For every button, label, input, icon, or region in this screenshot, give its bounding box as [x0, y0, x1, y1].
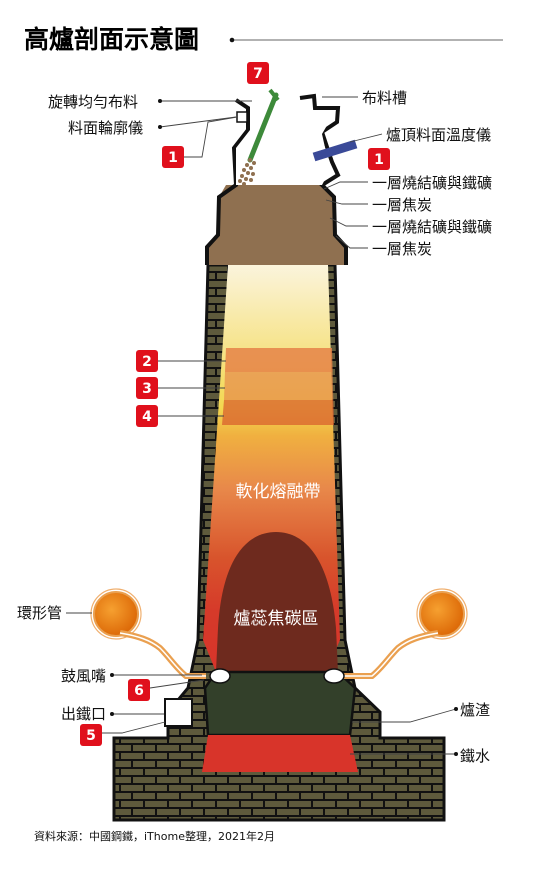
- badge-6: 6: [128, 679, 150, 701]
- leader-layer-1: [323, 181, 368, 190]
- profile-meter-box: [236, 111, 248, 123]
- badge-1-right: 1: [368, 148, 390, 170]
- tuyere-raceway-left: [209, 668, 231, 684]
- burden-top-section: [207, 185, 346, 265]
- leader-badge-6: [149, 679, 205, 689]
- leader-dot-iron: [454, 752, 458, 756]
- svg-text:6: 6: [134, 683, 144, 699]
- leader-layer-3: [329, 217, 368, 227]
- leader-dot-tuyere: [110, 673, 114, 677]
- cohesive-zone-label: 軟化熔融帶: [236, 482, 321, 502]
- leader-profile-meter: [159, 116, 237, 128]
- label-bustle-pipe: 環形管: [17, 604, 62, 622]
- badge-7: 7: [247, 62, 269, 84]
- deadman-zone-label: 爐蕊焦碳區: [234, 609, 319, 629]
- label-rotary-chute: 旋轉均勻布料: [48, 93, 138, 111]
- svg-text:4: 4: [142, 409, 152, 425]
- tuyere-raceway-right: [323, 668, 345, 684]
- svg-text:7: 7: [253, 66, 263, 82]
- source-credit: 資料來源：中國鋼鐵，iThome整理，2021年2月: [34, 829, 275, 843]
- leader-layer-2: [325, 199, 368, 205]
- zone-band-3: [224, 372, 334, 400]
- bustle-pipe-right: [344, 588, 468, 679]
- label-layer-4: 一層焦炭: [372, 240, 432, 258]
- rotary-chute-arm: [247, 92, 279, 163]
- furnace-top-outline-right: [299, 93, 348, 265]
- badge-1-left: 1: [162, 146, 184, 168]
- label-taphole: 出鐵口: [61, 705, 106, 723]
- leader-dot-slag: [454, 707, 458, 711]
- furnace-top-dome: [236, 100, 336, 185]
- title-rule-dot: [229, 37, 235, 43]
- rotary-chute-joint: [268, 88, 280, 102]
- label-top-temp: 爐頂料面溫度儀: [386, 126, 491, 144]
- leader-slag: [352, 708, 457, 723]
- svg-text:1: 1: [374, 152, 384, 168]
- taphole-box: [164, 698, 193, 727]
- svg-text:5: 5: [86, 728, 96, 744]
- bustle-pipe-left: [90, 588, 206, 679]
- leader-dot-taphole: [110, 712, 114, 716]
- top-temp-sensor: [312, 139, 358, 162]
- svg-text:3: 3: [142, 381, 152, 397]
- badge-2: 2: [136, 350, 158, 372]
- label-iron: 鐵水: [460, 747, 490, 765]
- leader-dot-profile-meter: [158, 125, 162, 129]
- label-slag: 爐渣: [460, 701, 490, 719]
- label-hopper: 布料槽: [362, 89, 407, 107]
- badge-5: 5: [80, 724, 102, 746]
- zone-band-2: [225, 348, 333, 372]
- deadman-coke-zone: [216, 532, 338, 672]
- label-tuyere: 鼓風嘴: [61, 667, 106, 685]
- leader-top-temp: [349, 133, 383, 143]
- label-layer-1: 一層燒結礦與鐵礦: [372, 174, 492, 192]
- svg-text:2: 2: [142, 354, 152, 370]
- badge-3: 3: [136, 377, 158, 399]
- leader-badge-5: [102, 721, 166, 734]
- label-layer-3: 一層燒結礦與鐵礦: [372, 218, 492, 236]
- label-profile-meter: 料面輪廓儀: [68, 119, 143, 137]
- svg-text:1: 1: [168, 150, 178, 166]
- badge-4: 4: [136, 405, 158, 427]
- leader-layer-4: [335, 235, 368, 249]
- hearth-iron-layer: [202, 735, 358, 772]
- zone-band-4: [222, 400, 334, 425]
- page-title: 高爐剖面示意圖: [24, 25, 199, 54]
- leader-badge-1-left: [184, 116, 238, 158]
- falling-burden-particles: [238, 158, 256, 186]
- label-layer-2: 一層焦炭: [372, 196, 432, 214]
- leader-dot-rotary-chute: [158, 99, 162, 103]
